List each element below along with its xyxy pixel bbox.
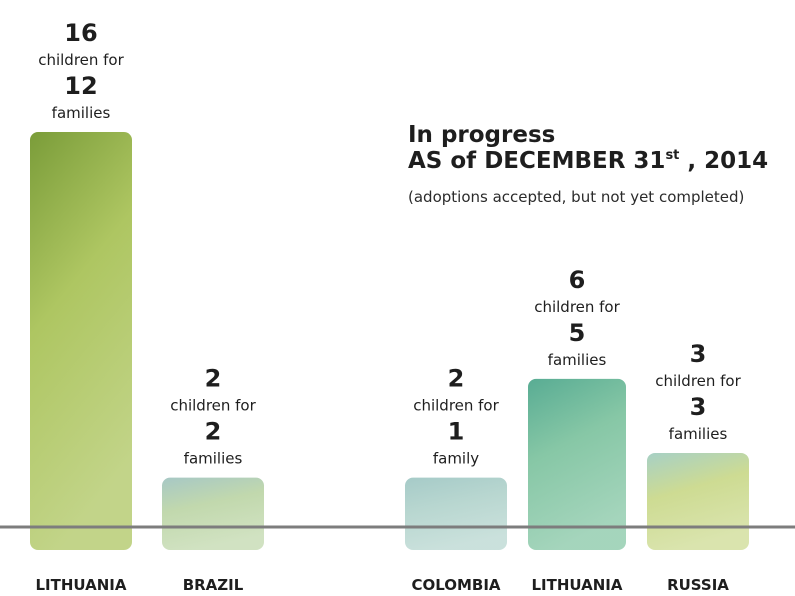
annotation-families-count: 3: [690, 393, 707, 421]
annotation-families-count: 5: [569, 319, 586, 347]
section-heading-line1: In progress: [408, 122, 556, 148]
category-label: BRAZIL: [183, 576, 244, 594]
heading-date-prefix: AS of DECEMBER 31: [408, 148, 666, 174]
heading-date-ordinal: st: [665, 148, 680, 163]
bars-layer: [30, 132, 749, 550]
annotation-children-text: children for: [38, 51, 124, 69]
category-label: COLOMBIA: [411, 576, 500, 594]
bar-brazil-1: [162, 477, 264, 550]
annotation-children-count: 2: [448, 365, 465, 393]
bar-lithuania-0: [30, 132, 132, 550]
heading-date-year: , 2014: [679, 148, 769, 174]
annotation-families-text: families: [548, 351, 607, 369]
annotation-children-text: children for: [534, 298, 620, 316]
annotation-families-text: families: [184, 450, 243, 468]
annotation-children-count: 16: [64, 19, 97, 47]
annotation-children-text: children for: [413, 397, 499, 415]
annotation-families-text: families: [52, 104, 111, 122]
bar-lithuania-3: [528, 378, 626, 550]
category-label: LITHUANIA: [36, 576, 127, 594]
annotation-children-count: 2: [205, 365, 222, 393]
annotation-families-count: 1: [448, 418, 465, 446]
category-label: LITHUANIA: [532, 576, 623, 594]
bar-colombia-2: [405, 477, 507, 550]
annotation-children-count: 6: [569, 266, 586, 294]
annotation-families-count: 2: [205, 418, 222, 446]
annotation-children-text: children for: [170, 397, 256, 415]
annotation-families-text: families: [669, 425, 728, 443]
annotation-children-text: children for: [655, 372, 741, 390]
section-note: (adoptions accepted, but not yet complet…: [408, 188, 745, 206]
section-heading-line2: AS of DECEMBER 31st , 2014: [408, 148, 768, 174]
bar-russia-4: [647, 452, 749, 550]
annotation-children-count: 3: [690, 340, 707, 368]
annotation-families-text: family: [433, 450, 479, 468]
category-label: RUSSIA: [667, 576, 729, 594]
annotation-families-count: 12: [64, 72, 97, 100]
